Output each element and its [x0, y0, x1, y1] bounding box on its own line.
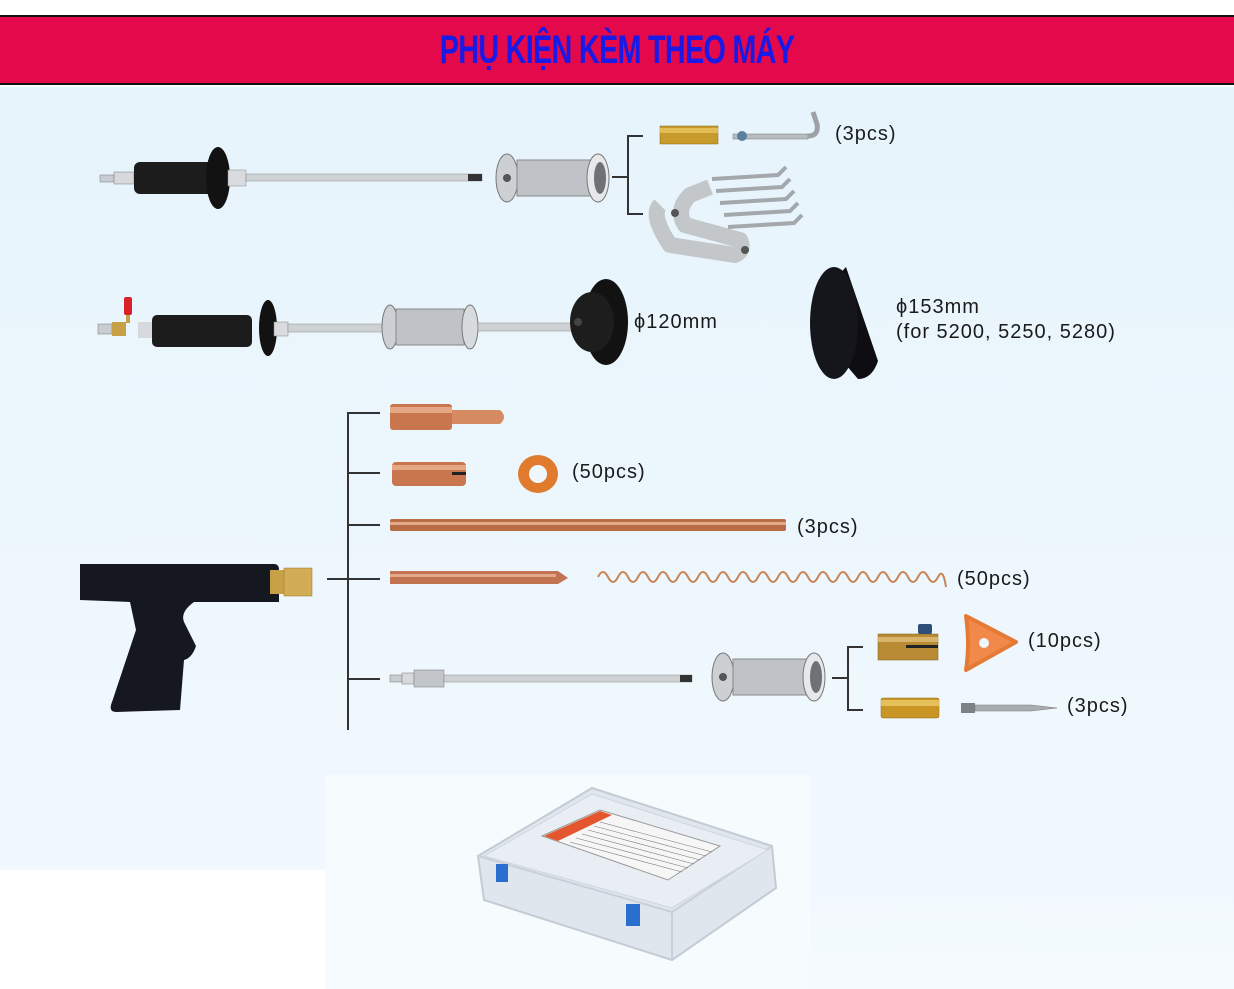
wave-wire-icon [597, 571, 947, 588]
rod-quantity-label: (3pcs) [797, 516, 859, 538]
bracket [627, 135, 643, 215]
bracket [847, 646, 863, 711]
hammer-weight-icon [495, 153, 610, 203]
copper-rod-icon [390, 519, 786, 531]
pin-stud-icon [961, 703, 1058, 713]
branch-line [347, 524, 380, 526]
stud-quantity-label: (3pcs) [1067, 695, 1129, 717]
suction-cup-icon [570, 279, 628, 365]
brass-adapter-icon [877, 624, 939, 661]
branch-line [347, 472, 380, 474]
large-cup-size-label: ϕ153mm [896, 296, 980, 318]
hammer-weight-icon [711, 652, 826, 702]
wire-quantity-label: (50pcs) [957, 568, 1031, 590]
slide-hammer-icon [389, 669, 693, 688]
claw-puller-icon [648, 165, 804, 263]
tree-trunk-line [347, 412, 349, 730]
washer-quantity-label: (50pcs) [572, 461, 646, 483]
storage-box-icon [476, 786, 778, 962]
spot-welding-gun-icon [80, 564, 313, 712]
header-banner: PHỤ KIỆN KÈM THEO MÁY [0, 15, 1234, 85]
star-washer-quantity-label: (10pcs) [1028, 630, 1102, 652]
brass-adapter-icon [659, 125, 719, 145]
copper-electrode-icon [392, 462, 466, 486]
branch-line [347, 678, 380, 680]
hook-quantity-label: (3pcs) [835, 123, 897, 145]
small-cup-size-label: ϕ120mm [634, 311, 718, 333]
connector-line [832, 677, 848, 679]
suction-cup-icon [810, 267, 878, 379]
copper-electrode-icon [390, 404, 504, 430]
corner-patch [0, 870, 325, 989]
suction-hammer-icon [97, 297, 574, 356]
copper-washer-icon [518, 455, 558, 493]
branch-line [347, 412, 380, 414]
branch-line [327, 578, 380, 580]
brass-adapter-icon [880, 697, 940, 719]
triangle-washer-icon [964, 614, 1018, 672]
slide-hammer-icon [99, 147, 483, 209]
copper-rod-icon [390, 571, 568, 584]
large-cup-note-label: (for 5200, 5250, 5280) [896, 321, 1116, 343]
connector-line [612, 176, 628, 178]
page-title: PHỤ KIỆN KÈM THEO MÁY [439, 28, 795, 72]
l-hook-icon [732, 111, 820, 141]
